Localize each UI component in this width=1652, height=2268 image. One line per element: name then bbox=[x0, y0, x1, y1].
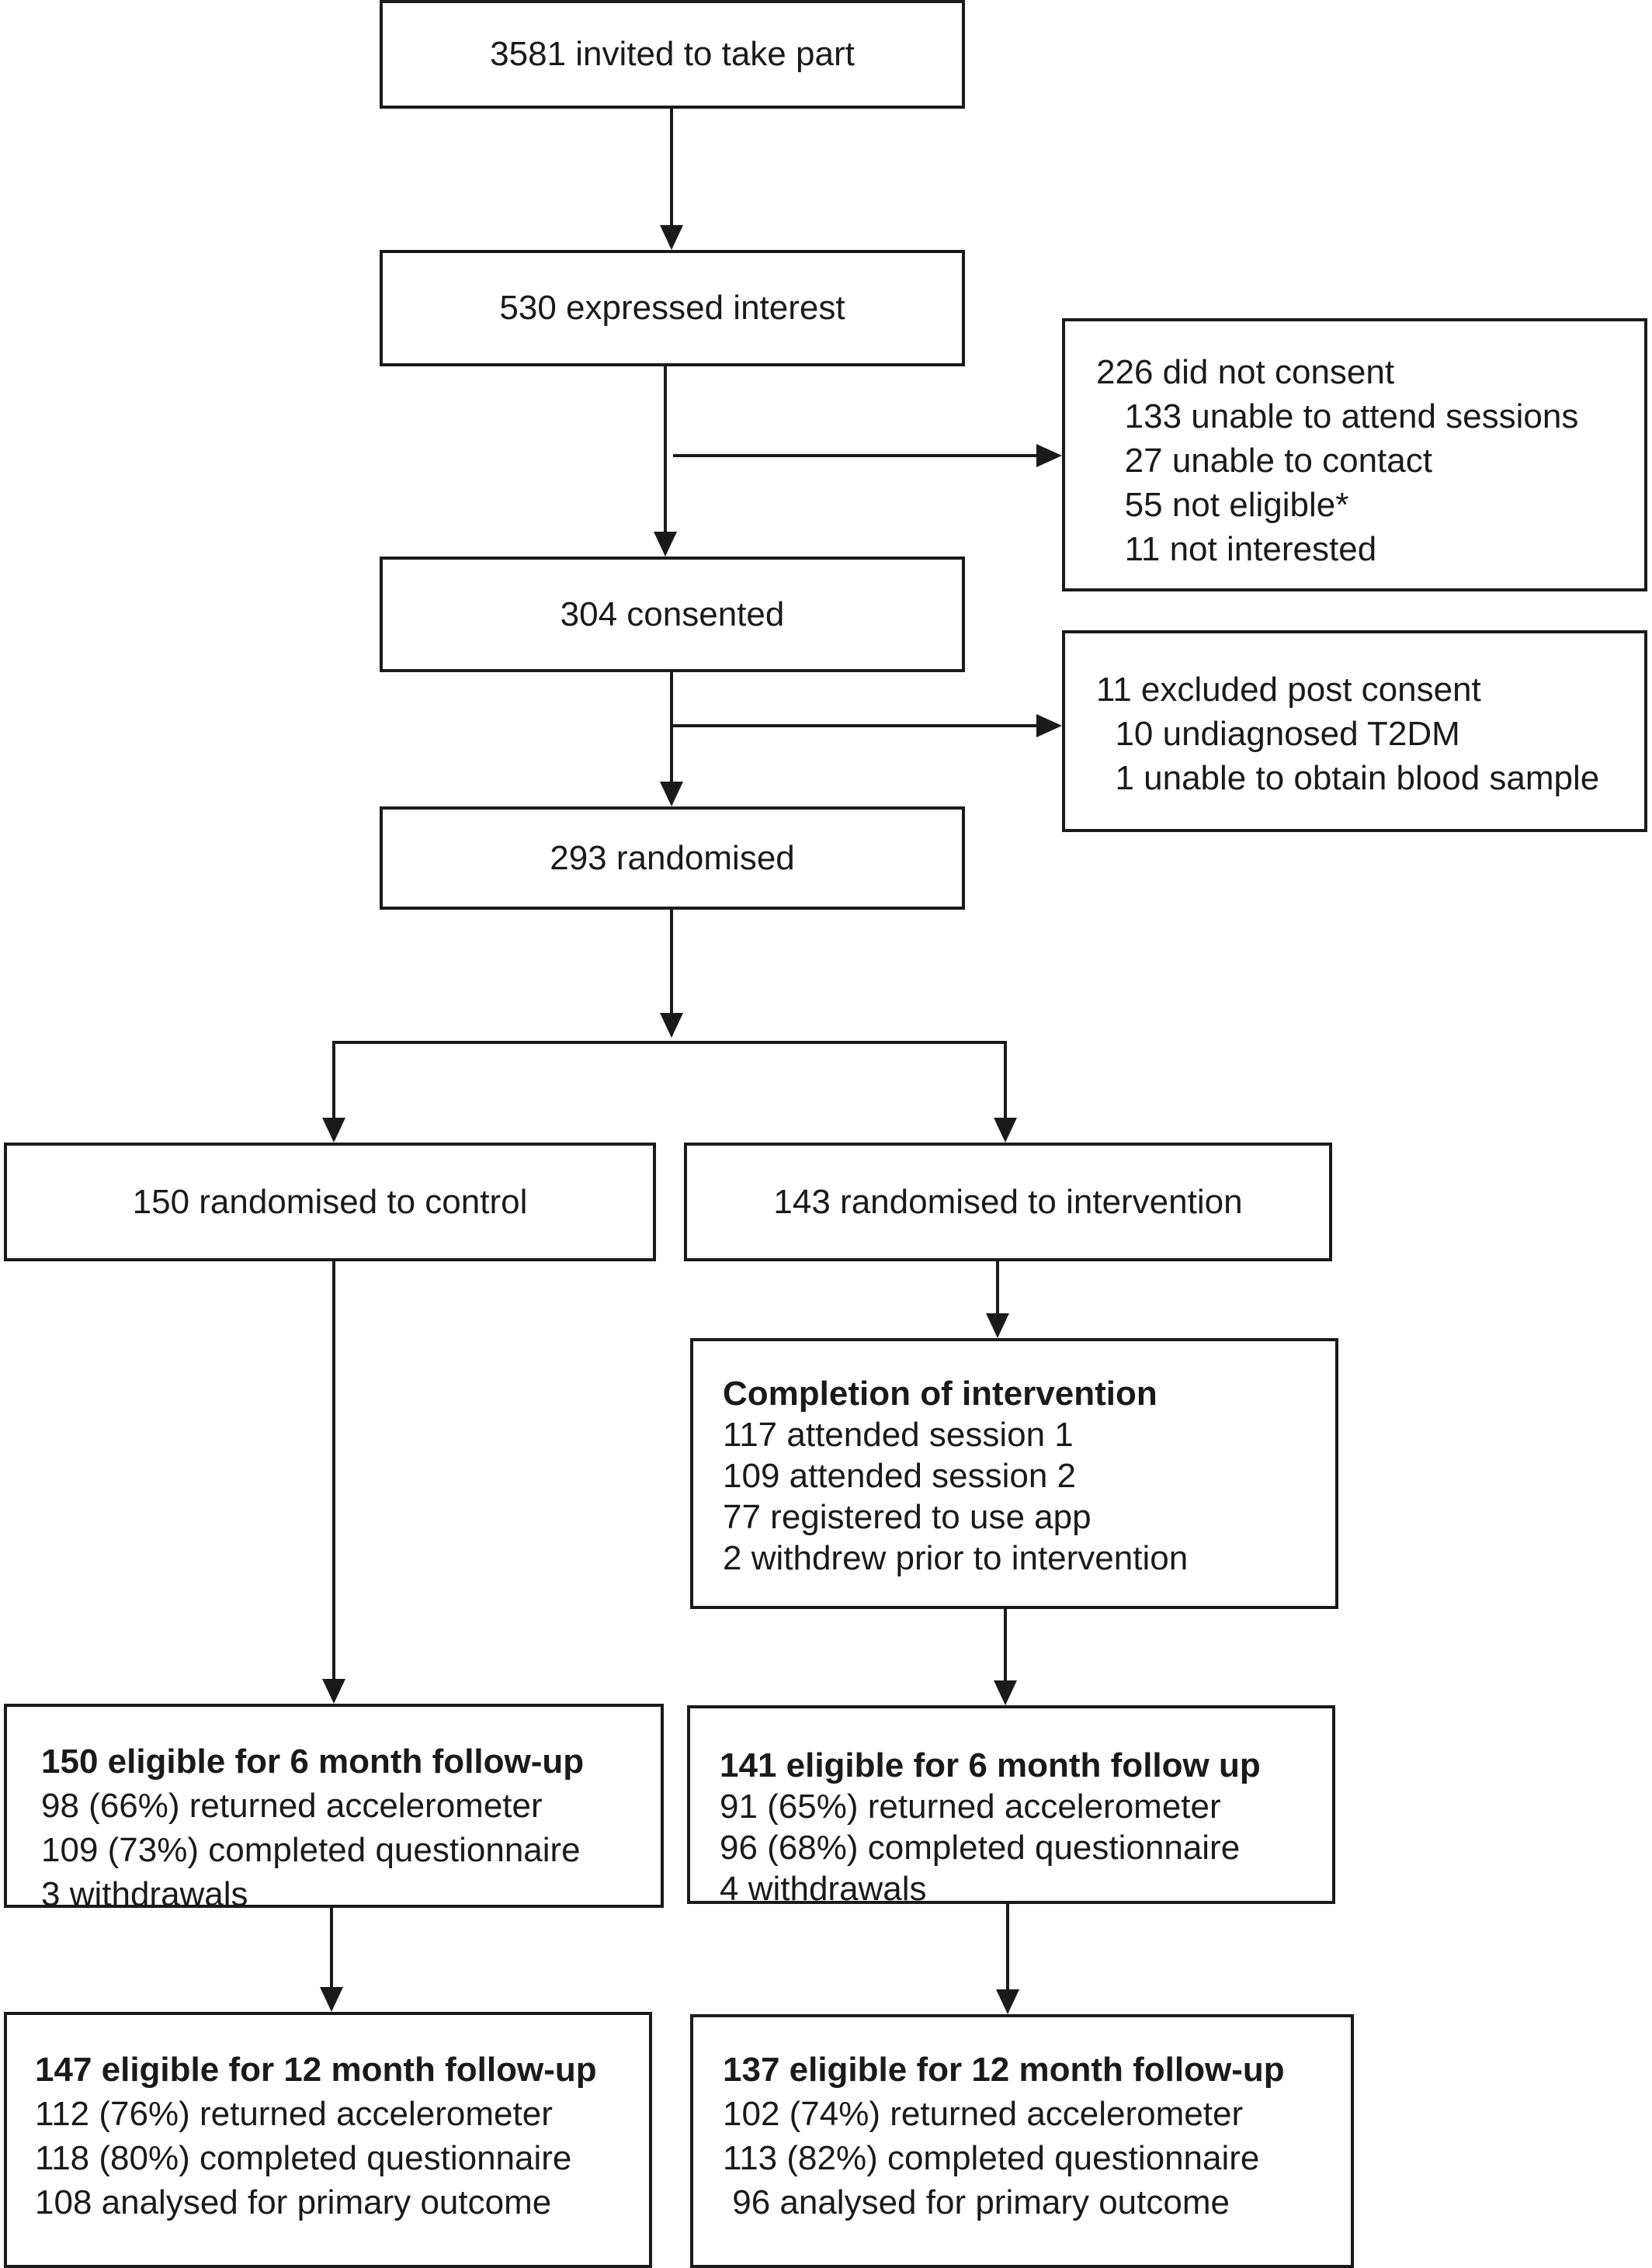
completion-line: 117 attended session 1 bbox=[723, 1416, 1074, 1454]
excluded-line: 10 undiagnosed T2DM bbox=[1096, 715, 1460, 753]
intervention-6m-line: 91 (65%) returned accelerometer bbox=[720, 1788, 1221, 1826]
excluded-line: 1 unable to obtain blood sample bbox=[1096, 759, 1600, 797]
randomised-label: 293 randomised bbox=[550, 838, 795, 877]
control-12m-line: 118 (80%) completed questionnaire bbox=[35, 2139, 572, 2177]
no-consent-line: 11 not interested bbox=[1096, 530, 1377, 568]
no-consent-line: 133 unable to attend sessions bbox=[1096, 397, 1579, 435]
intervention-6m-line: 4 withdrawals bbox=[720, 1870, 927, 1908]
intervention-6m-box: 141 eligible for 6 month follow up 91 (6… bbox=[687, 1705, 1335, 1908]
intervention-12m-heading: 137 eligible for 12 month follow-up bbox=[723, 2051, 1285, 2089]
arrowhead-intervention-to-completion bbox=[986, 1313, 1009, 1338]
interest-box: 530 expressed interest bbox=[380, 250, 965, 366]
control-6m-box: 150 eligible for 6 month follow-up 98 (6… bbox=[4, 1704, 664, 1913]
consented-label: 304 consented bbox=[560, 595, 785, 633]
completion-line: 77 registered to use app bbox=[723, 1498, 1092, 1536]
arrowhead-control-6m-to-12m bbox=[320, 1987, 343, 2012]
control-12m-line: 112 (76%) returned accelerometer bbox=[35, 2095, 553, 2133]
control-12m-box: 147 eligible for 12 month follow-up 112 … bbox=[4, 2012, 652, 2268]
arrowhead-consented-to-randomised bbox=[660, 782, 683, 806]
arrowhead-intervention-6m-to-12m bbox=[996, 1989, 1019, 2014]
completion-box: Completion of intervention 117 attended … bbox=[690, 1338, 1338, 1609]
arrowhead-invited-to-interest bbox=[660, 225, 683, 250]
intervention-label: 143 randomised to intervention bbox=[773, 1182, 1243, 1221]
no-consent-line: 55 not eligible* bbox=[1096, 486, 1349, 524]
arrowhead-split-to-control bbox=[322, 1118, 345, 1143]
control-label: 150 randomised to control bbox=[132, 1182, 528, 1221]
arrowhead-control-to-6m bbox=[322, 1679, 345, 1704]
interest-label: 530 expressed interest bbox=[499, 289, 845, 327]
invited-box: 3581 invited to take part bbox=[380, 0, 965, 109]
control-6m-line: 98 (66%) returned accelerometer bbox=[41, 1787, 543, 1825]
control-6m-heading: 150 eligible for 6 month follow-up bbox=[41, 1743, 585, 1781]
randomised-box: 293 randomised bbox=[380, 806, 965, 910]
intervention-6m-line: 96 (68%) completed questionnaire bbox=[720, 1829, 1241, 1867]
intervention-12m-box: 137 eligible for 12 month follow-up 102 … bbox=[690, 2014, 1354, 2268]
no-consent-line: 226 did not consent bbox=[1096, 353, 1395, 391]
intervention-12m-line: 113 (82%) completed questionnaire bbox=[723, 2139, 1260, 2177]
arrowhead-to-no-consent bbox=[1036, 444, 1062, 467]
consented-box: 304 consented bbox=[380, 557, 965, 672]
control-box: 150 randomised to control bbox=[4, 1143, 656, 1261]
completion-heading: Completion of intervention bbox=[723, 1375, 1157, 1413]
completion-line: 109 attended session 2 bbox=[723, 1457, 1077, 1495]
arrowhead-randomised-down bbox=[660, 1013, 683, 1038]
control-12m-line: 108 analysed for primary outcome bbox=[35, 2183, 552, 2221]
arrowhead-interest-to-consented bbox=[654, 532, 677, 557]
control-6m-line: 3 withdrawals bbox=[41, 1875, 248, 1913]
intervention-12m-line: 96 analysed for primary outcome bbox=[723, 2183, 1230, 2221]
intervention-box: 143 randomised to intervention bbox=[684, 1143, 1332, 1261]
intervention-6m-heading: 141 eligible for 6 month follow up bbox=[720, 1746, 1261, 1784]
control-6m-line: 109 (73%) completed questionnaire bbox=[41, 1831, 581, 1869]
invited-label: 3581 invited to take part bbox=[490, 35, 855, 73]
excluded-line: 11 excluded post consent bbox=[1096, 671, 1481, 709]
excluded-box: 11 excluded post consent 10 undiagnosed … bbox=[1062, 630, 1647, 832]
no-consent-line: 27 unable to contact bbox=[1096, 442, 1432, 480]
arrowhead-split-to-intervention bbox=[994, 1118, 1017, 1143]
control-12m-heading: 147 eligible for 12 month follow-up bbox=[35, 2051, 597, 2089]
completion-line: 2 withdrew prior to intervention bbox=[723, 1539, 1189, 1577]
intervention-12m-line: 102 (74%) returned accelerometer bbox=[723, 2095, 1244, 2133]
arrowhead-to-excluded bbox=[1036, 714, 1062, 737]
arrowhead-completion-to-6m bbox=[994, 1680, 1017, 1705]
no-consent-box: 226 did not consent 133 unable to attend… bbox=[1062, 318, 1647, 591]
